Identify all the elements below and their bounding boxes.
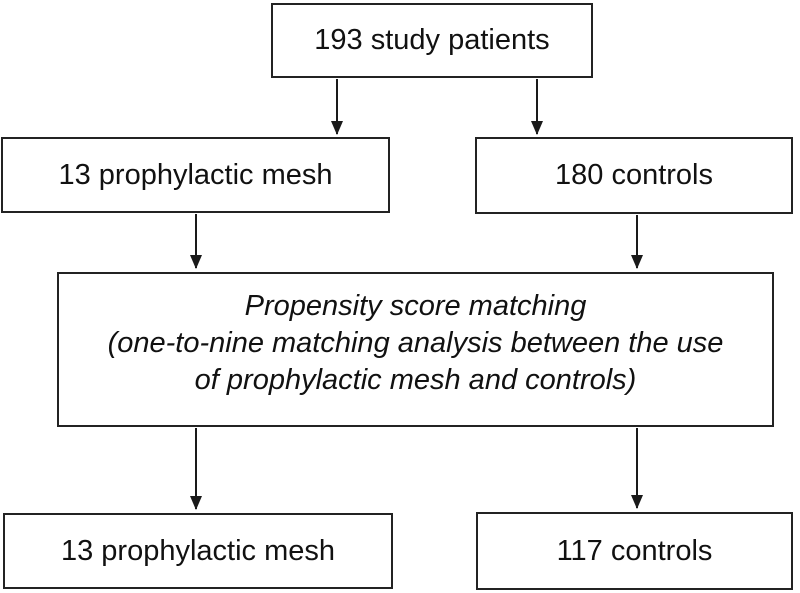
matching-line-3: of prophylactic mesh and controls): [194, 364, 637, 396]
node-controls-matched-label: 117 controls: [556, 534, 713, 567]
node-propensity-score-matching: Propensity score matching (one-to-nine m…: [57, 272, 774, 427]
node-controls-initial-label: 180 controls: [555, 159, 713, 192]
node-prophylactic-mesh-initial: 13 prophylactic mesh: [1, 137, 390, 213]
matching-line-1: Propensity score matching: [244, 290, 587, 322]
node-study-patients: 193 study patients: [271, 3, 593, 78]
node-controls-initial: 180 controls: [475, 137, 793, 214]
node-controls-matched: 117 controls: [476, 512, 793, 590]
node-study-patients-label: 193 study patients: [314, 24, 550, 57]
node-prophylactic-mesh-matched: 13 prophylactic mesh: [3, 513, 393, 589]
matching-line-2: (one-to-nine matching analysis between t…: [107, 327, 724, 359]
node-prophylactic-mesh-matched-label: 13 prophylactic mesh: [60, 534, 336, 567]
node-prophylactic-mesh-initial-label: 13 prophylactic mesh: [58, 158, 333, 191]
